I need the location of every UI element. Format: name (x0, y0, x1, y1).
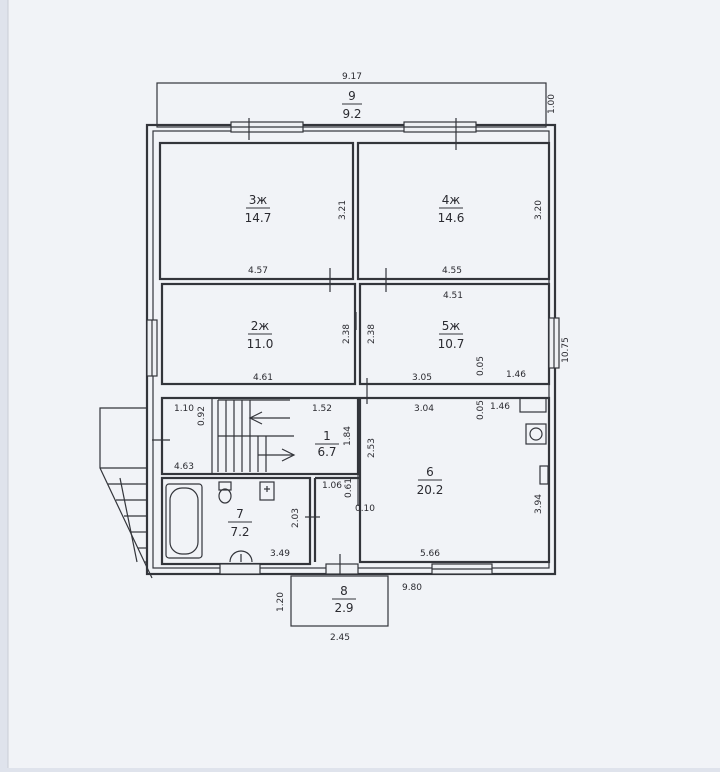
room-dim: 1.46 (506, 370, 526, 380)
room-dim: 2.45 (330, 633, 350, 643)
room-number: 4ж (442, 193, 461, 207)
boiler-icon (229, 550, 253, 563)
toilet-icon (218, 481, 232, 504)
room-dim: 4.55 (442, 266, 462, 276)
room-area: 14.7 (245, 211, 272, 225)
room-dim: 4.51 (443, 291, 463, 301)
top-length-label: 9.17 (342, 72, 362, 82)
room-dim: 2.53 (367, 438, 377, 458)
exterior-stairs (99, 407, 153, 579)
room-area: 6.7 (317, 445, 336, 459)
room-number: 7 (236, 507, 244, 521)
washbasin-icon (259, 481, 275, 501)
room-dim: 5.66 (420, 549, 440, 559)
room-dim: 2.38 (342, 324, 352, 344)
room-dim: 3.94 (534, 494, 544, 514)
room-dim: 3.05 (412, 373, 432, 383)
room-number: 8 (340, 584, 348, 598)
balcony-outline (156, 82, 547, 128)
room-dim: 2.38 (367, 324, 377, 344)
room-7: 7 7.2 2.03 3.49 (228, 507, 301, 559)
room-dim: 1.10 (174, 404, 194, 414)
windows (146, 118, 560, 575)
room-dim: 0.05 (476, 356, 486, 376)
room-dim: 3.04 (414, 404, 434, 414)
room-dim: 2.03 (291, 508, 301, 528)
room-dim: 4.61 (253, 373, 273, 383)
door-marks (152, 268, 387, 574)
room-dim: 0.92 (197, 406, 207, 426)
balcony-depth-label: 1.00 (547, 94, 557, 114)
sink-icon (519, 397, 547, 413)
porch-outline (290, 575, 389, 627)
room-4: 4ж 14.6 3.20 4.55 (438, 193, 544, 276)
room-area: 14.6 (438, 211, 465, 225)
room-dim: 0.10 (355, 504, 375, 514)
room-8: 8 2.9 1.20 2.45 (276, 584, 356, 643)
room-dim: 0.61 (344, 478, 354, 498)
room-number: 5ж (442, 319, 461, 333)
room-dim: 1.46 (490, 402, 510, 412)
room-1: 1 6.7 1.10 0.92 4.63 1.52 1.84 2.53 (174, 404, 377, 472)
room-4-walls (356, 141, 551, 281)
room-dim: 1.20 (276, 592, 286, 612)
room-dim: 3.49 (270, 549, 290, 559)
room-dim: 4.63 (174, 462, 194, 472)
room-area: 20.2 (417, 483, 444, 497)
balcony-number: 9 (348, 89, 356, 103)
balcony-area: 9.2 (342, 107, 361, 121)
room-2: 2ж 11.0 2.38 4.61 (247, 319, 352, 383)
room-dim: 3.20 (534, 200, 544, 220)
overall-height-label: 10.75 (561, 337, 571, 363)
room-dim: 1.06 (322, 481, 342, 491)
room-area: 2.9 (334, 601, 353, 615)
stove-icon (525, 423, 547, 445)
overall-width-label: 9.80 (402, 583, 422, 593)
room-area: 7.2 (230, 525, 249, 539)
room-3: 3ж 14.7 3.21 4.57 (245, 193, 348, 276)
room-3-walls (158, 141, 355, 281)
room-area: 10.7 (438, 337, 465, 351)
room-2-walls (160, 282, 357, 386)
cabinet-icon (539, 465, 549, 485)
room-dim: 4.57 (248, 266, 268, 276)
room-dim: 1.84 (343, 426, 353, 446)
room-number: 1 (323, 429, 331, 443)
room-number: 6 (426, 465, 434, 479)
room-6: 6 20.2 3.04 0.05 1.46 0.61 0.10 3.94 5.6… (322, 400, 544, 559)
bathtub-icon (165, 483, 203, 559)
indoor-stairs (217, 399, 296, 472)
room-area: 11.0 (247, 337, 274, 351)
room-dim: 1.52 (312, 404, 332, 414)
room-dim: 0.05 (476, 400, 486, 420)
room-dim: 3.21 (338, 200, 348, 220)
room-number: 2ж (251, 319, 270, 333)
room-6-walls (358, 396, 551, 564)
room-number: 3ж (249, 193, 268, 207)
room-5: 5ж 10.7 2.38 4.51 3.05 0.05 1.46 (367, 291, 526, 383)
